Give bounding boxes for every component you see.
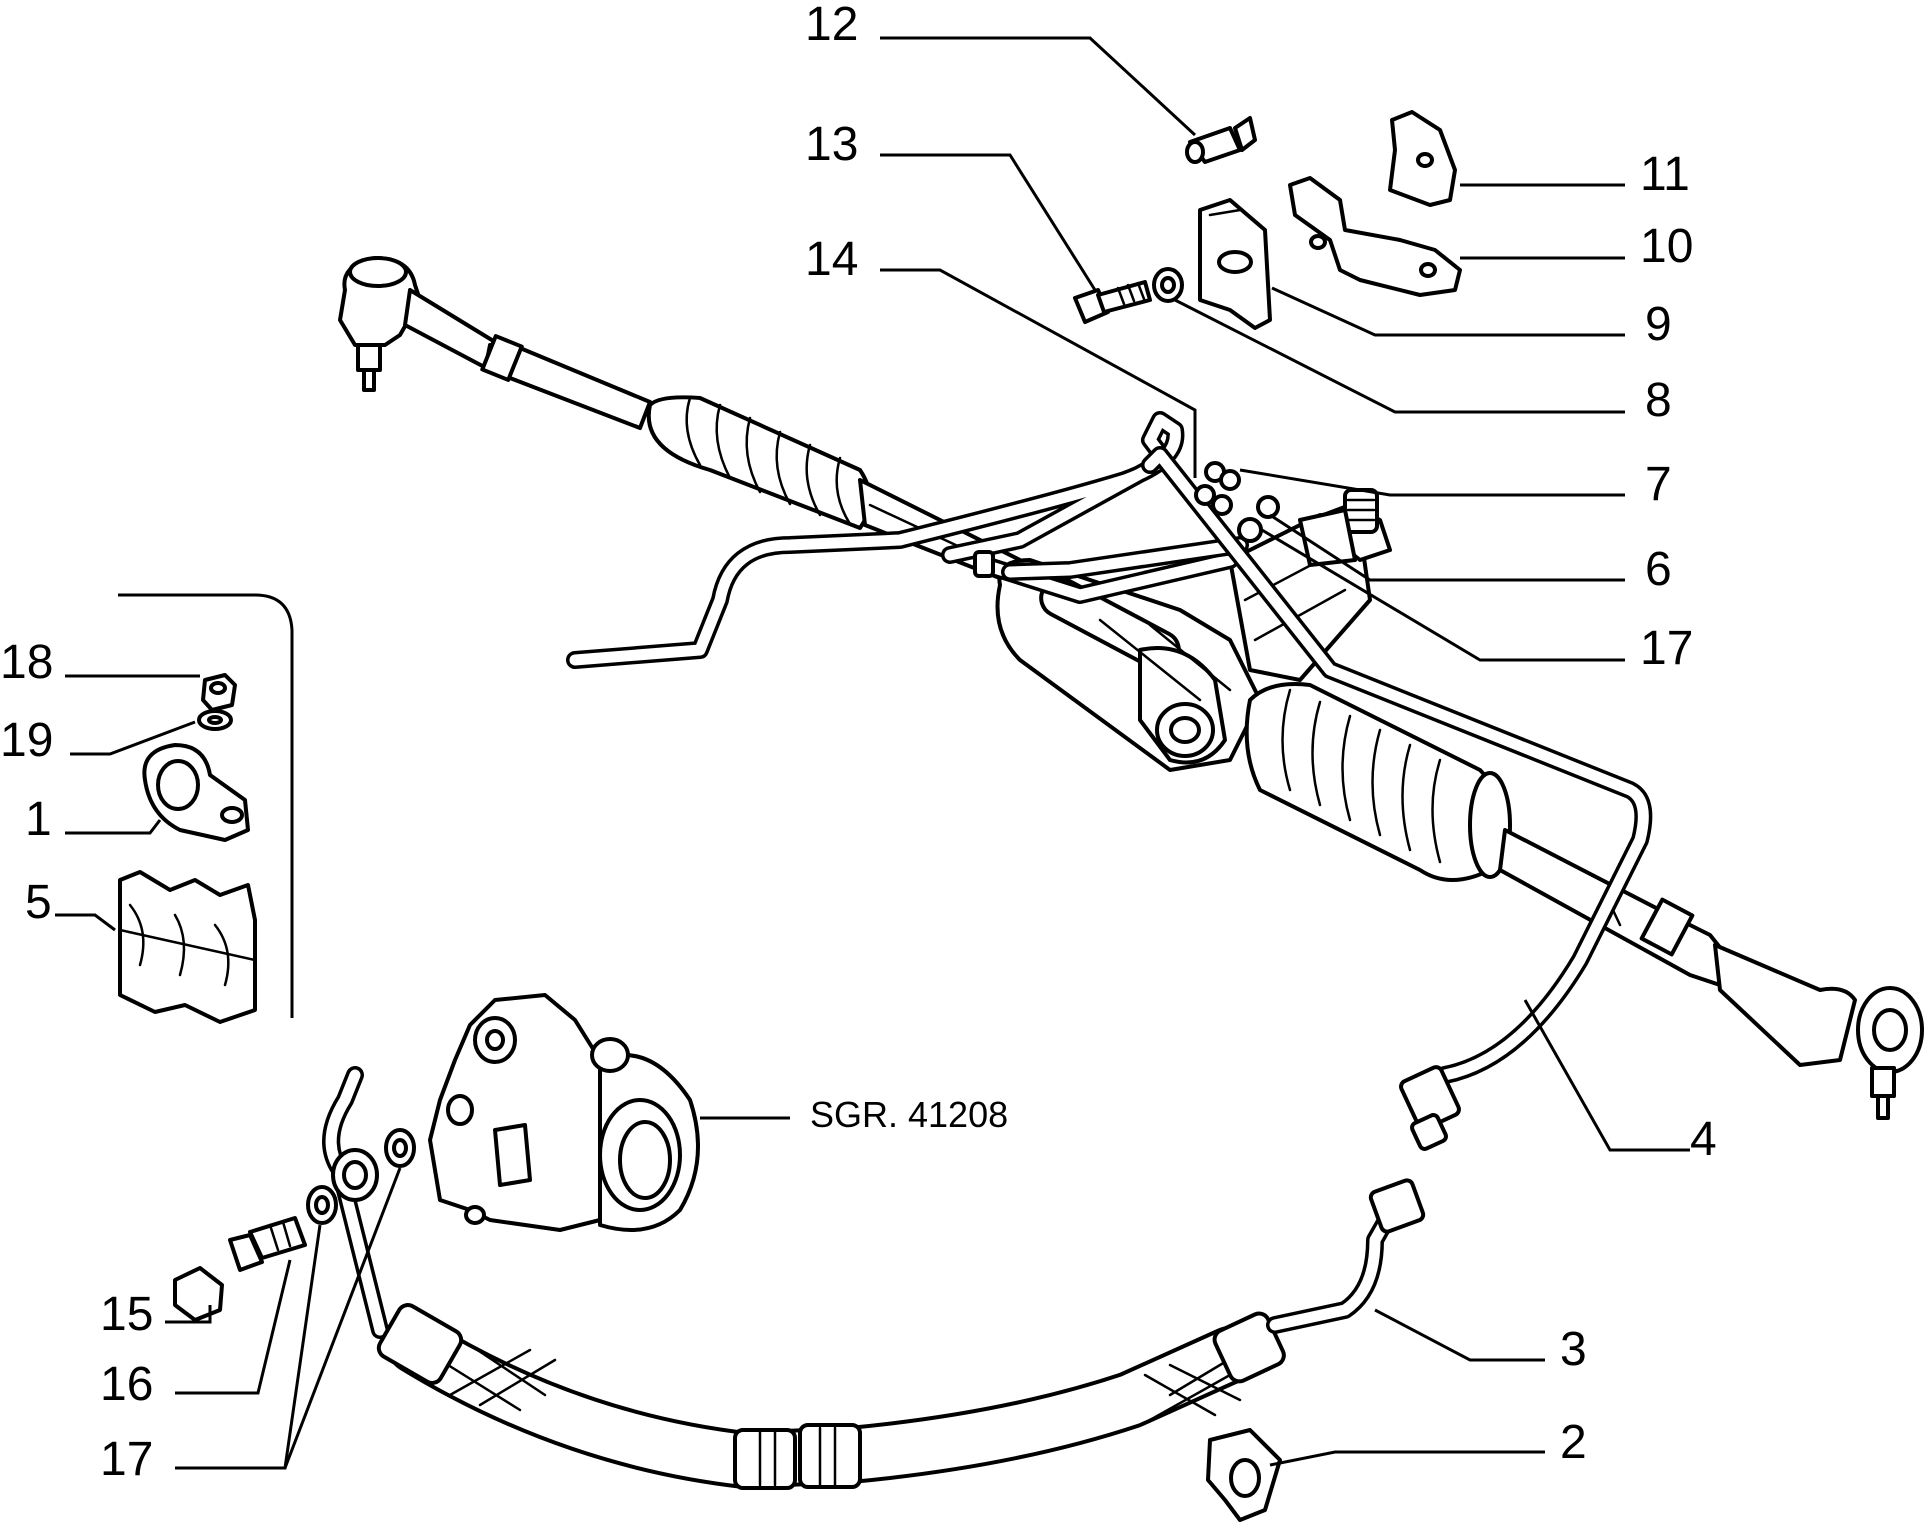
- valve-union-fittings: [1194, 461, 1280, 543]
- callout-13: 13: [805, 118, 858, 171]
- part-9-bracket: [1198, 198, 1272, 330]
- inset-frame: [118, 593, 294, 1018]
- callout-17-top: 17: [1640, 622, 1693, 675]
- callout-15: 15: [100, 1288, 153, 1341]
- part-13-bolt: [1073, 280, 1152, 324]
- callout-7: 7: [1645, 458, 1672, 511]
- callout-2: 2: [1560, 1416, 1587, 1469]
- part-12-pin: [1185, 116, 1257, 164]
- part-15-cap-nut: [173, 1266, 224, 1322]
- left-tie-rod-end: [338, 256, 502, 392]
- callout-1: 1: [25, 793, 52, 846]
- rack-housing: [995, 558, 1262, 772]
- steering-rack-assembly: [338, 256, 1924, 1120]
- right-tie-rod-end: [1713, 943, 1924, 1120]
- callout-17-bottom: 17: [100, 1433, 153, 1486]
- part-10-bracket: [1288, 176, 1462, 297]
- leader-lines: [55, 36, 1690, 1470]
- part-8-washer: [1152, 267, 1184, 303]
- power-steering-pump: [428, 993, 700, 1232]
- pressure-pipe-4: [1141, 446, 1653, 1151]
- callout-3: 3: [1560, 1323, 1587, 1376]
- banjo-union: [306, 1128, 416, 1225]
- part-19-washer: [197, 709, 233, 731]
- callout-16: 16: [100, 1358, 153, 1411]
- callout-19: 19: [0, 714, 53, 767]
- callout-5: 5: [25, 876, 52, 929]
- callout-18: 18: [0, 636, 53, 689]
- part-1-clamp: [142, 743, 250, 842]
- part-5-bushing: [118, 870, 257, 1024]
- part-11-clip: [1388, 110, 1457, 207]
- part-18-nut: [201, 673, 237, 712]
- callout-6: 6: [1645, 543, 1672, 596]
- callout-10: 10: [1640, 220, 1693, 273]
- callout-14: 14: [805, 233, 858, 286]
- left-bellows-boot: [646, 395, 872, 530]
- callout-9: 9: [1645, 298, 1672, 351]
- callout-8: 8: [1645, 374, 1672, 427]
- reference-label: SGR. 41208: [810, 1094, 1008, 1135]
- part-16-banjo-bolt: [228, 1216, 307, 1272]
- callout-12: 12: [805, 0, 858, 51]
- callout-11: 11: [1640, 148, 1690, 201]
- right-bellows-boot: [1244, 682, 1512, 882]
- callout-4: 4: [1690, 1113, 1717, 1166]
- part-2-hose-clip: [1206, 1428, 1282, 1522]
